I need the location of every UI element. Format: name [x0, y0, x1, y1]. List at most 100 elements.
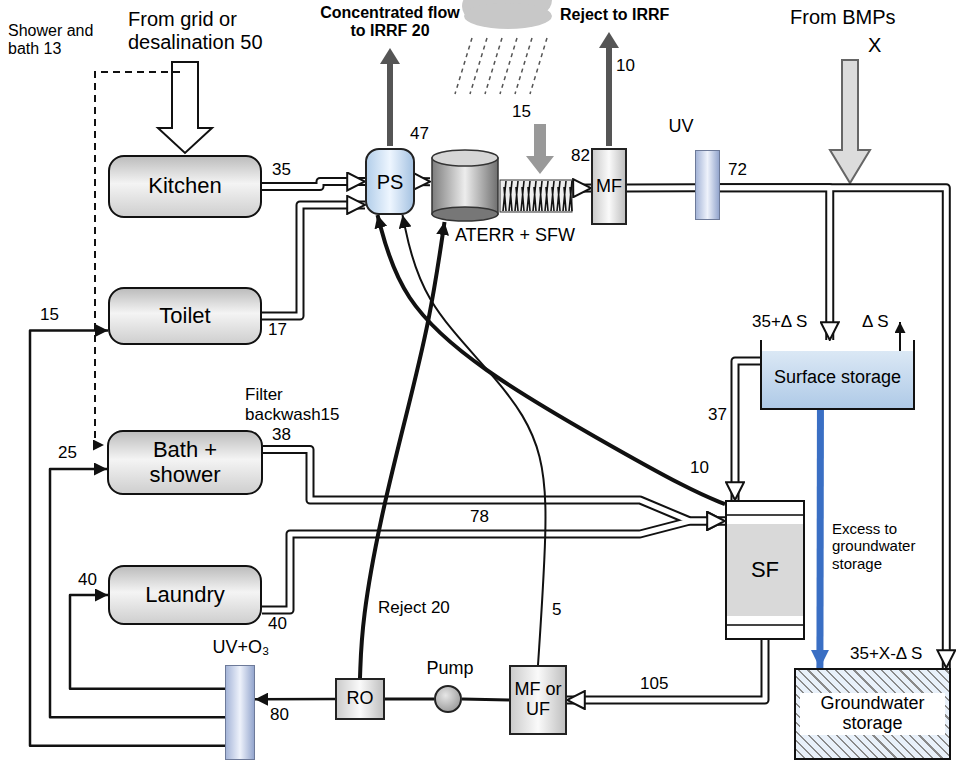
flow-label: 40 [78, 570, 97, 590]
pipe-wall [627, 183, 695, 192]
uv-lamp: UV [695, 150, 720, 220]
flow-label: 10 [690, 458, 709, 478]
flow-label: 40 [268, 614, 287, 634]
flow-label: 25 [58, 443, 77, 463]
rain-streak [500, 38, 517, 94]
concentrate-arrowhead [380, 48, 400, 64]
rainfall-arrow [526, 124, 554, 174]
reject-arrowhead [599, 32, 619, 48]
wetland-plants [503, 181, 572, 211]
storage-tank: Surface storage [760, 340, 915, 410]
concentrate-arrow [387, 62, 393, 146]
node-text: RO [347, 689, 374, 709]
rain-streak [530, 38, 547, 94]
flow-line [378, 215, 726, 504]
flow-note: Excess to groundwater storage [832, 520, 932, 572]
rain-streak [485, 38, 502, 94]
pipe-wall [567, 640, 765, 700]
flow-note: Shower and bath 13 [8, 22, 123, 59]
flow-pipe [262, 521, 725, 610]
flow-label: 47 [410, 124, 429, 144]
pipe-wall [263, 450, 725, 522]
pipe-wall [720, 188, 946, 668]
rain [455, 38, 547, 94]
uv-lamp: UV+O₃ [225, 665, 255, 760]
flow-pipe [720, 188, 946, 668]
tank-cylinder-base [432, 207, 498, 221]
treatment-wetland: ATERR + SFW [430, 150, 575, 222]
unit-label: UV+O₃ [206, 638, 276, 658]
pump-symbol: Pump [434, 685, 462, 713]
flow-line [30, 331, 225, 746]
flow-note: Filter backwash15 [245, 385, 350, 424]
flow-label: 17 [268, 320, 287, 340]
rain-cloud [462, 0, 552, 29]
node-text: Surface storage [774, 368, 901, 388]
flow-label: 15 [40, 305, 59, 325]
flow-line [403, 215, 546, 665]
flow-pipe [567, 640, 765, 700]
flow-label: 10 [616, 56, 635, 76]
aquifer-box: Groundwater storage [794, 668, 951, 760]
flow-label: 35 [272, 160, 291, 180]
cloud-part [464, 3, 552, 29]
pipe-wall [415, 177, 430, 186]
flow-line [816, 410, 824, 668]
flow-pipe [415, 179, 430, 184]
membrane-unit: RO [335, 678, 385, 720]
stormwater-arrow [830, 60, 870, 183]
screen-unit: PS [365, 148, 415, 215]
rain-streak [455, 38, 472, 94]
node-text: Laundry [145, 583, 225, 607]
flow-line [462, 699, 509, 700]
flow-label: 5 [552, 600, 561, 620]
node-text: SF [751, 558, 779, 582]
node-text: Toilet [159, 304, 210, 328]
flow-label: Reject 20 [378, 598, 450, 618]
flow-pipe [627, 185, 695, 190]
rain-streak [470, 38, 487, 94]
flow-note: Concentrated flow to IRRF 20 [318, 4, 462, 41]
shower-supply-line [95, 72, 180, 445]
unit-label: Pump [416, 659, 484, 679]
pipe-wall [262, 521, 725, 610]
process-box: Toilet [108, 287, 262, 345]
flow-label: 15 [512, 102, 531, 122]
flow-label: 72 [728, 160, 747, 180]
flow-line [255, 698, 335, 701]
filter-unit: MF or UF [509, 665, 567, 735]
flow-label: 82 [571, 146, 590, 166]
flow-label: 105 [640, 674, 668, 694]
tank-cylinder-top [432, 150, 498, 166]
process-box: Kitchen [108, 155, 262, 218]
flow-label: 35+X-Δ S [850, 644, 922, 664]
flow-line [385, 698, 434, 701]
node-text: Bath + shower [117, 438, 253, 486]
flow-note: From grid or desalination 50 [128, 8, 313, 54]
pipe-wall [262, 205, 365, 316]
pipe-wall [575, 184, 591, 193]
reject-arrow [606, 46, 612, 146]
process-box: Bath + shower [107, 430, 263, 495]
unit-label: UV [656, 117, 706, 137]
flow-label: From BMPs [790, 6, 896, 29]
flow-label: 78 [470, 507, 489, 527]
pipe-wall [262, 182, 365, 187]
flow-label: 35+Δ S [752, 312, 807, 332]
node-text: MF [596, 177, 622, 197]
flow-pipe [735, 361, 760, 500]
flow-label: Reject to IRRF [560, 6, 669, 24]
flow-label: Δ S [862, 312, 888, 332]
pipe-wall [735, 361, 760, 500]
flow-label: 80 [270, 705, 289, 725]
flow-pipe [262, 205, 365, 316]
unit-label: ATERR + SFW [450, 226, 580, 246]
pipe-wall [720, 188, 830, 340]
flow-label: 37 [708, 405, 727, 425]
supply-arrow [158, 62, 212, 153]
flow-pipe [262, 182, 365, 187]
flow-pipe [720, 188, 830, 340]
process-box: Laundry [108, 565, 262, 625]
node-text: MF or UF [513, 680, 563, 720]
wetland-bed [500, 180, 572, 212]
